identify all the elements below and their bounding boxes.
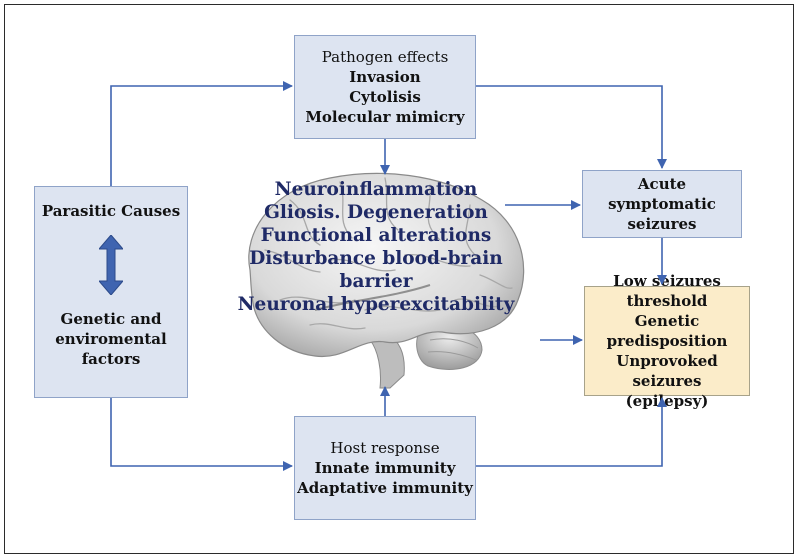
pathogen-effects-box: Pathogen effects Invasion Cytolisis Mole… xyxy=(294,35,476,139)
pathogen-item-cytolisis: Cytolisis xyxy=(349,88,421,106)
diagram-frame xyxy=(4,4,794,554)
host-item-innate: Innate immunity xyxy=(314,459,456,477)
double-arrow-icon xyxy=(99,235,123,295)
acute-seizures-box: Acute symptomatic seizures xyxy=(582,170,742,238)
pathogen-item-invasion: Invasion xyxy=(349,68,421,86)
brain-line-gliosis: Gliosis. Degeneration xyxy=(264,202,488,223)
brain-line-hyperexcitability: Neuronal hyperexcitability xyxy=(237,294,515,315)
arrow-parasitic-to-pathogen xyxy=(110,81,293,186)
parasitic-causes-label: Parasitic Causes xyxy=(41,202,181,220)
acute-seizures-label: Acute symptomatic seizures xyxy=(608,175,716,233)
arrow-pathogen-to-acute xyxy=(476,85,667,169)
brain-line-neuroinflammation: Neuroinflammation xyxy=(274,179,478,200)
genetic-factors-label: Genetic and enviromental factors xyxy=(55,310,167,368)
host-item-adaptative: Adaptative immunity xyxy=(297,479,473,497)
brain-effects-text: Neuroinflammation Gliosis. Degeneration … xyxy=(236,178,516,316)
arrow-parasitic-to-host xyxy=(110,398,293,471)
parasitic-causes-box: Parasitic Causes Genetic and enviromenta… xyxy=(34,186,188,398)
unprovoked-seizures-label: Unprovoked seizures xyxy=(616,352,718,390)
host-response-box: Host response Innate immunity Adaptative… xyxy=(294,416,476,520)
brain-line-disturbance: Disturbance blood-brain xyxy=(249,248,503,269)
pathogen-item-mimicry: Molecular mimicry xyxy=(305,108,465,126)
arrow-host-to-epilepsy xyxy=(476,397,667,467)
epilepsy-box: Low seizures threshold Genetic predispos… xyxy=(584,272,750,410)
brain-line-functional: Functional alterations xyxy=(260,225,492,246)
pathogen-title: Pathogen effects xyxy=(321,48,449,66)
brain-line-barrier: barrier xyxy=(339,271,413,292)
host-title: Host response xyxy=(330,439,440,457)
brain-illustration xyxy=(248,172,525,389)
genetic-predisposition-label: Genetic predisposition xyxy=(606,312,728,350)
